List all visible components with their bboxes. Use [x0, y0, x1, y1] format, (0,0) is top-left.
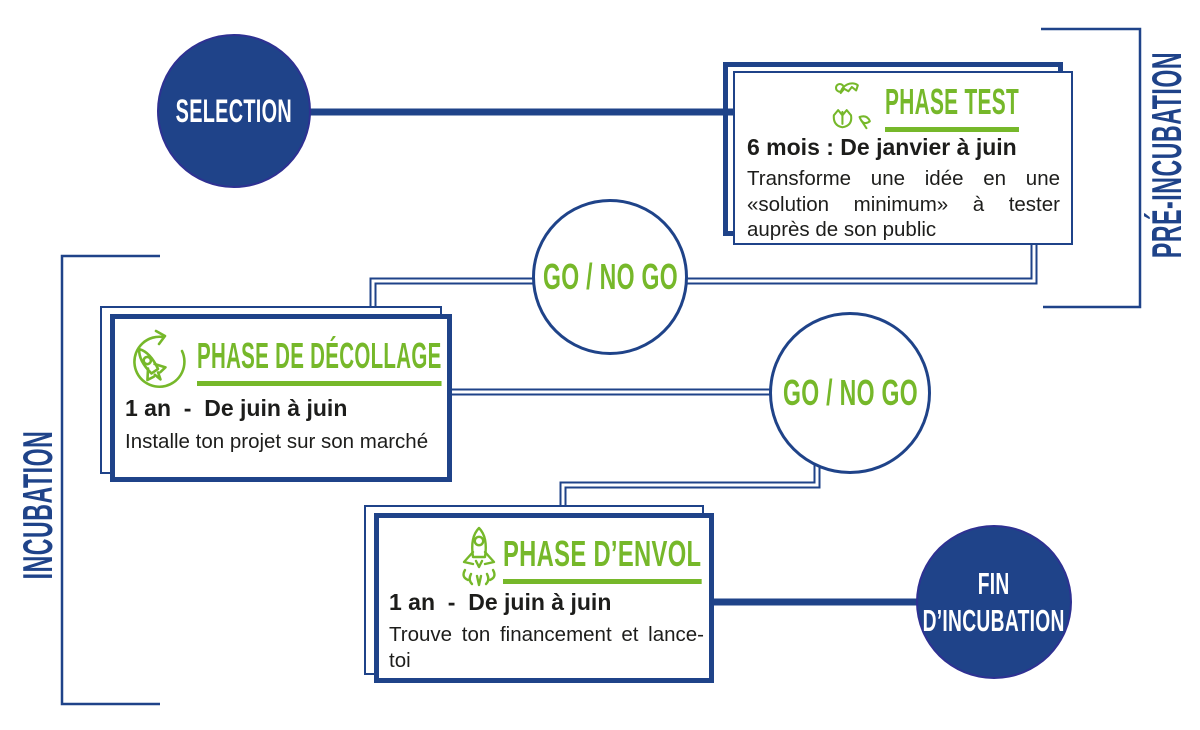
phase-decollage-card: PHASE DE DÉCOLLAGE 1 an - De juin à juin…: [100, 306, 452, 482]
bracket-pre-incubation: [1041, 27, 1142, 309]
selection-node: SELECTION: [157, 34, 311, 188]
fin-incubation-label: FIN D’INCUBATION: [923, 565, 1065, 639]
phase-envol-title: PHASE D’ENVOL: [503, 533, 702, 584]
go-no-go-2-label: GO / NO GO: [782, 372, 918, 413]
selection-label: SELECTION: [175, 92, 293, 129]
phase-test-description: Transforme une idée en une «solution min…: [747, 167, 1060, 242]
incubation-label: INCUBATION: [14, 430, 61, 580]
rocket-launch-icon: [462, 526, 496, 587]
phase-test-card: PHASE TEST 6 mois : De janvier à juin Tr…: [723, 62, 1073, 245]
line-gng2-to-envol-gap: [561, 455, 819, 516]
phase-decollage-duration: 1 an - De juin à juin: [125, 395, 348, 421]
go-no-go-node-1: GO / NO GO: [532, 199, 688, 355]
phase-decollage-description: Installe ton projet sur son marché: [125, 430, 429, 453]
phase-envol-duration: 1 an - De juin à juin: [389, 589, 612, 615]
phase-envol-card-front: PHASE D’ENVOL 1 an - De juin à juin Trou…: [374, 513, 714, 683]
fin-incubation-node: FIN D’INCUBATION: [916, 525, 1072, 679]
fin-line2: D’INCUBATION: [922, 603, 1066, 638]
phase-decollage-title: PHASE DE DÉCOLLAGE: [197, 335, 442, 386]
phase-envol-description: Trouve ton financement et lance-toi: [389, 623, 704, 672]
bracket-incubation: [60, 254, 160, 706]
go-no-go-1-label: GO / NO GO: [542, 256, 678, 297]
phase-test-card-front: PHASE TEST 6 mois : De janvier à juin Tr…: [733, 71, 1073, 245]
phase-test-title: PHASE TEST: [885, 81, 1020, 132]
hatching-egg-icon: [832, 82, 871, 130]
pre-incubation-label: PRÉ-INCUBATION: [1143, 51, 1190, 259]
rocket-orbit-icon: [133, 329, 186, 389]
line-gng1-to-decollage-gap: [371, 279, 538, 312]
fin-line1: FIN: [978, 566, 1010, 601]
line-test-to-gng1-gap: [680, 238, 1036, 283]
phase-decollage-card-front: PHASE DE DÉCOLLAGE 1 an - De juin à juin…: [110, 314, 452, 482]
phase-test-duration: 6 mois : De janvier à juin: [747, 134, 1017, 160]
phase-envol-card: PHASE D’ENVOL 1 an - De juin à juin Trou…: [364, 505, 714, 683]
go-no-go-node-2: GO / NO GO: [769, 312, 931, 474]
